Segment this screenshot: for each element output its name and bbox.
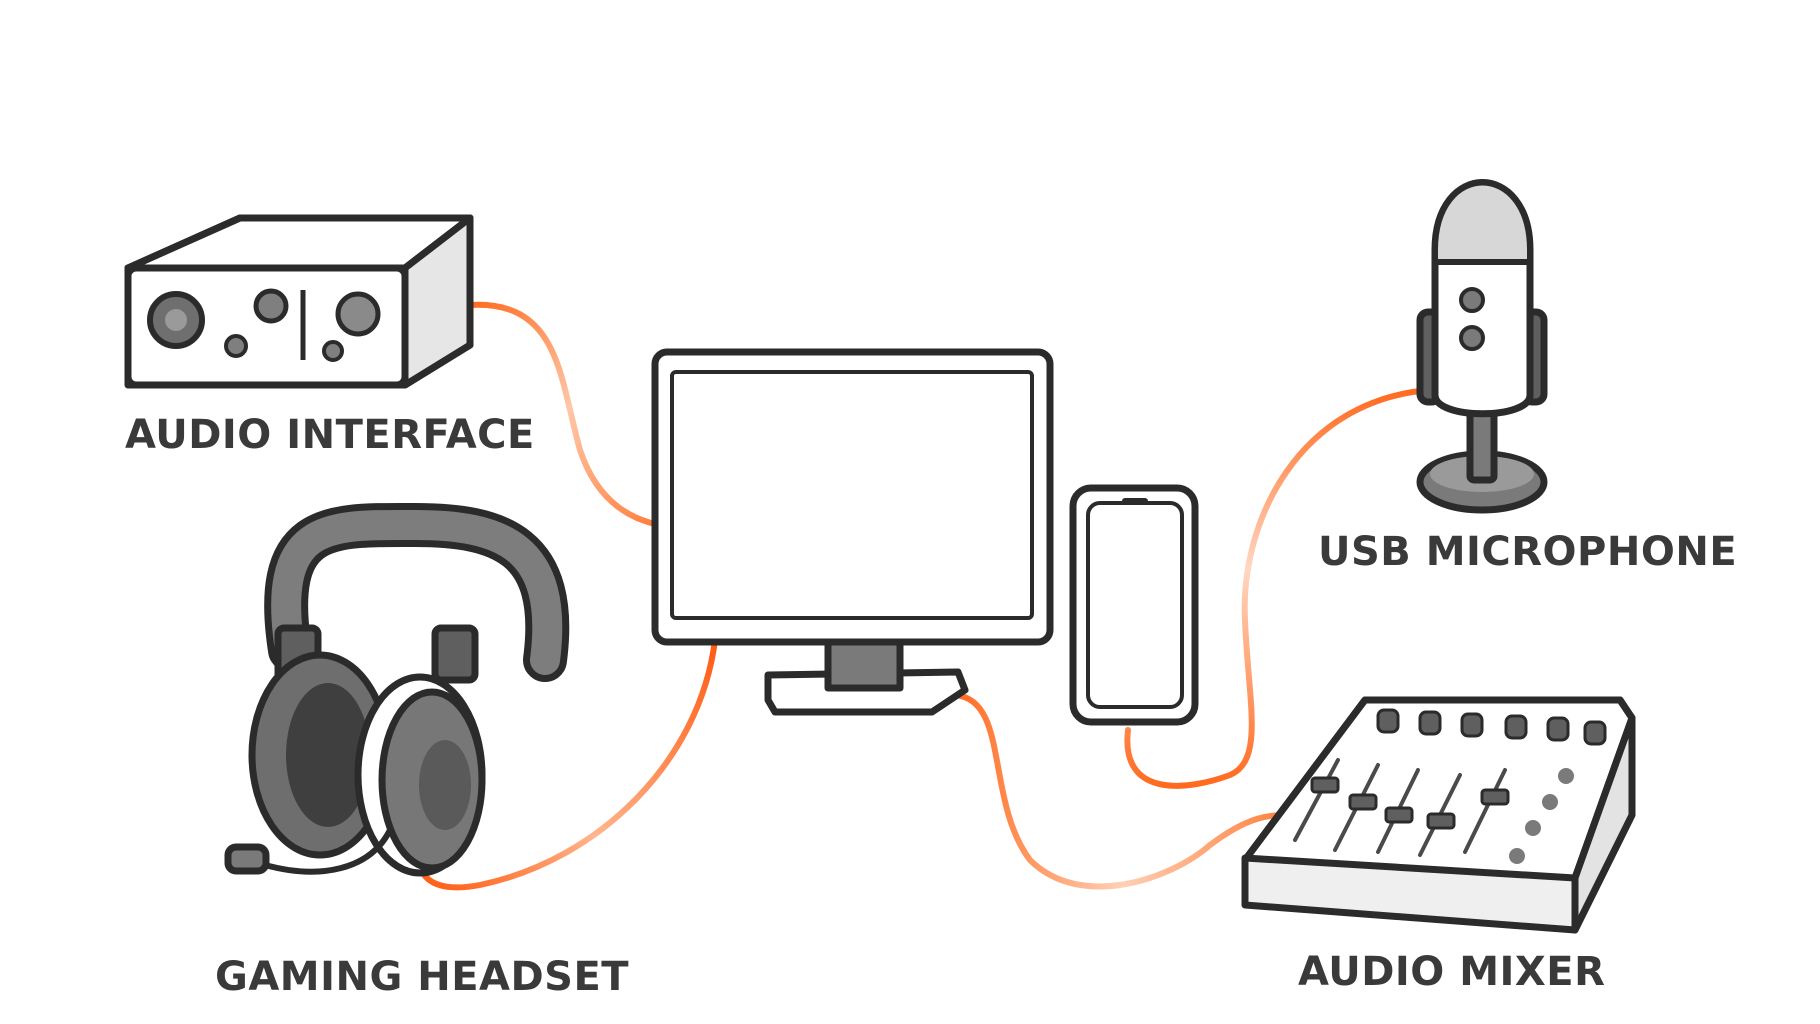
gaming-headset-icon xyxy=(224,502,570,877)
mixer-knobs xyxy=(1376,708,1607,746)
mixer-buttons xyxy=(1509,768,1574,864)
label-audio-mixer: AUDIO MIXER xyxy=(1298,949,1605,995)
cable-phone-to-microphone xyxy=(1124,387,1433,789)
audio-mixer-icon xyxy=(1241,696,1636,934)
cable-monitor-to-mixer xyxy=(952,692,1293,890)
usb-microphone-icon xyxy=(1416,179,1548,514)
audio-interface-icon xyxy=(124,214,474,389)
smartphone-icon xyxy=(1069,484,1199,726)
label-audio-interface: AUDIO INTERFACE xyxy=(125,412,535,458)
mixer-fader-caps xyxy=(1310,776,1510,830)
cable-interface-to-monitor xyxy=(467,301,661,528)
label-gaming-headset: GAMING HEADSET xyxy=(215,954,629,1000)
monitor-icon xyxy=(651,348,1054,716)
label-usb-microphone: USB MICROPHONE xyxy=(1318,529,1737,575)
